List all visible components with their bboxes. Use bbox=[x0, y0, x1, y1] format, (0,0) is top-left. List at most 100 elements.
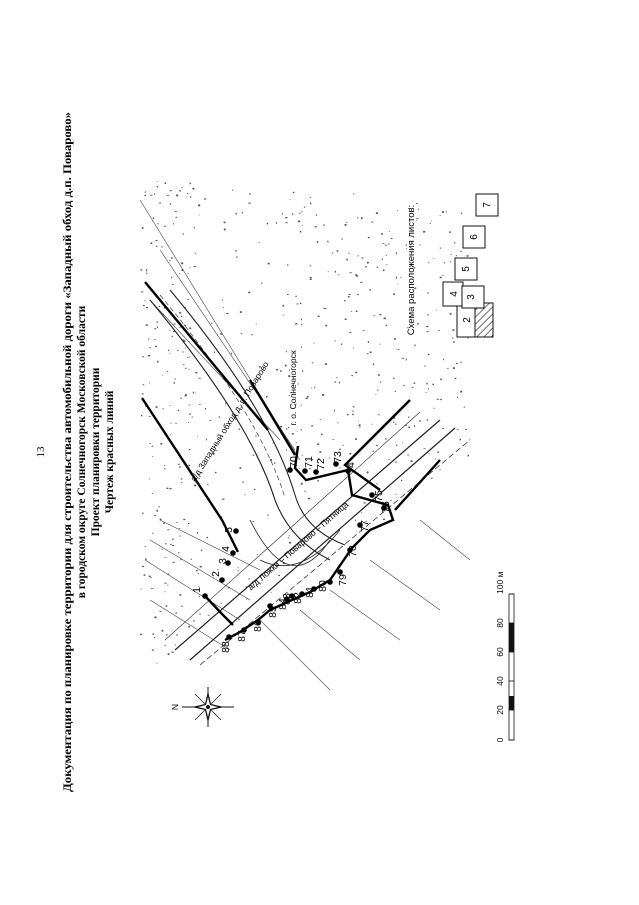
terrain-speck bbox=[299, 212, 301, 214]
terrain-speck bbox=[406, 248, 408, 249]
terrain-speck bbox=[159, 202, 161, 204]
terrain-speck bbox=[427, 388, 429, 390]
terrain-speck bbox=[177, 409, 180, 411]
terrain-speck bbox=[199, 566, 202, 568]
terrain-speck bbox=[426, 382, 428, 385]
terrain-speck bbox=[144, 546, 147, 547]
terrain-speck bbox=[152, 456, 154, 457]
terrain-speck bbox=[198, 204, 201, 207]
boundary-point-84 bbox=[284, 596, 290, 602]
terrain-speck bbox=[452, 337, 454, 339]
terrain-speck bbox=[280, 425, 283, 428]
terrain-speck bbox=[198, 377, 201, 379]
terrain-speck bbox=[299, 231, 302, 233]
terrain-speck bbox=[169, 330, 171, 331]
terrain-speck bbox=[408, 426, 410, 428]
boundary-point-88 bbox=[226, 634, 232, 640]
terrain-speck bbox=[372, 450, 374, 452]
terrain-speck bbox=[289, 199, 291, 200]
terrain-speck bbox=[315, 214, 317, 216]
terrain-speck bbox=[242, 481, 244, 483]
terrain-speck bbox=[179, 312, 182, 314]
terrain-speck bbox=[179, 273, 181, 274]
terrain-speck bbox=[428, 261, 430, 264]
terrain-speck bbox=[307, 395, 309, 398]
terrain-speck bbox=[394, 423, 397, 425]
terrain-speck bbox=[190, 558, 192, 560]
terrain-speck bbox=[189, 413, 191, 415]
terrain-speck bbox=[151, 493, 153, 494]
terrain-speck bbox=[189, 267, 191, 269]
terrain-speck bbox=[427, 292, 429, 294]
terrain-speck bbox=[162, 374, 164, 376]
terrain-speck bbox=[167, 584, 169, 586]
terrain-speck bbox=[355, 438, 357, 440]
terrain-speck bbox=[413, 382, 416, 384]
terrain-speck bbox=[385, 438, 387, 440]
terrain-speck bbox=[176, 521, 179, 523]
boundary-point-label-73: 73 bbox=[332, 451, 344, 463]
terrain-speck bbox=[371, 423, 373, 425]
terrain-speck bbox=[218, 416, 220, 418]
terrain-speck bbox=[188, 626, 190, 628]
terrain-speck bbox=[362, 330, 365, 331]
terrain-speck bbox=[355, 519, 356, 521]
terrain-speck bbox=[194, 252, 196, 254]
terrain-speck bbox=[433, 407, 435, 409]
terrain-speck bbox=[381, 258, 383, 261]
terrain-speck bbox=[366, 471, 369, 474]
terrain-speck bbox=[373, 315, 376, 317]
terrain-speck bbox=[148, 416, 151, 417]
terrain-speck bbox=[148, 575, 151, 578]
terrain-speck bbox=[270, 592, 272, 593]
terrain-speck bbox=[211, 322, 213, 324]
terrain-speck bbox=[140, 269, 143, 271]
boundary-point-label-88: 88 bbox=[220, 641, 232, 653]
boundary-point-75 bbox=[369, 492, 375, 498]
terrain-speck bbox=[145, 558, 147, 560]
terrain-speck bbox=[170, 422, 172, 424]
terrain-speck bbox=[295, 323, 298, 325]
terrain-speck bbox=[365, 266, 367, 268]
terrain-speck bbox=[189, 356, 191, 358]
terrain-speck bbox=[316, 241, 319, 243]
terrain-speck bbox=[221, 435, 223, 437]
terrain-speck bbox=[311, 425, 313, 427]
terrain-speck bbox=[255, 435, 257, 438]
terrain-speck bbox=[416, 219, 418, 221]
terrain-speck bbox=[385, 255, 387, 257]
boundary-point-label-5: 5 bbox=[223, 527, 235, 533]
terrain-speck bbox=[187, 193, 189, 194]
terrain-speck bbox=[304, 490, 306, 493]
terrain-speck bbox=[302, 370, 304, 372]
terrain-speck bbox=[346, 413, 349, 416]
terrain-speck bbox=[469, 438, 471, 440]
scale-tick-label: 40 bbox=[495, 676, 505, 686]
terrain-speck bbox=[144, 300, 146, 302]
terrain-speck bbox=[157, 223, 159, 225]
terrain-speck bbox=[145, 272, 148, 274]
terrain-speck bbox=[439, 468, 441, 471]
terrain-speck bbox=[198, 214, 200, 216]
terrain-speck bbox=[183, 518, 186, 521]
boundary-point-83 bbox=[289, 593, 295, 599]
terrain-speck bbox=[423, 448, 426, 449]
terrain-speck bbox=[423, 231, 426, 233]
terrain-speck bbox=[158, 505, 160, 508]
terrain-speck bbox=[396, 252, 398, 254]
terrain-speck bbox=[430, 477, 433, 479]
boundary-point-label-70: 70 bbox=[288, 456, 300, 468]
terrain-speck bbox=[200, 549, 203, 551]
label-solnechnogorsk: г. о. Солнечногорск bbox=[288, 350, 298, 425]
terrain-speck bbox=[164, 645, 166, 647]
terrain-speck bbox=[181, 482, 183, 483]
terrain-speck bbox=[188, 369, 190, 370]
terrain-speck bbox=[426, 419, 429, 421]
terrain-speck bbox=[309, 197, 312, 198]
terrain-speck bbox=[300, 429, 302, 431]
terrain-speck bbox=[394, 390, 396, 392]
terrain-speck bbox=[207, 614, 210, 616]
terrain-speck bbox=[173, 382, 175, 384]
boundary-point-85 bbox=[267, 603, 273, 609]
terrain-speck bbox=[349, 452, 352, 455]
